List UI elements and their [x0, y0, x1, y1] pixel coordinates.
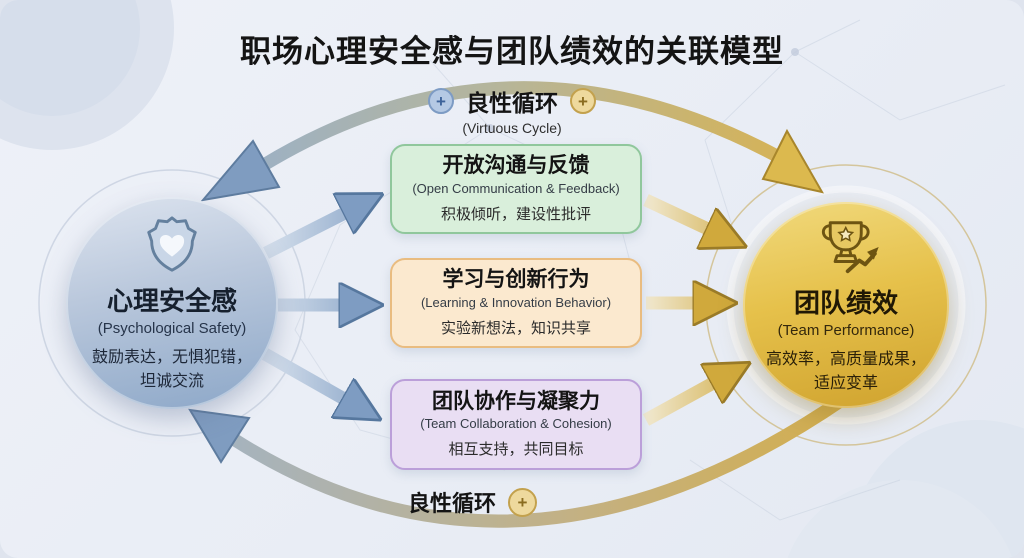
right-node-line2: 适应变革 [813, 374, 878, 392]
node-team-performance: 团队绩效 (Team Performance) 高效率，高质量成果， 适应变革 [743, 202, 949, 408]
arrow-collaboration-to-performance [642, 382, 715, 426]
arrow-safety-to-communication [263, 212, 347, 259]
box-subtitle: (Open Communication & Feedback) [412, 180, 620, 196]
bottom-band-blue-arrowhead [188, 408, 251, 464]
top-cycle-band [200, 81, 824, 202]
virtuous-cycle-label-bottom: 良性循环 + [408, 486, 538, 518]
left-node-line2: 坦诚交流 [139, 372, 204, 390]
box-subtitle: (Learning & Innovation Behavior) [420, 294, 612, 310]
left-node-subtitle: (Psychological Safety) [97, 320, 247, 338]
top-band-gold-arrowhead [761, 128, 824, 194]
node-psychological-safety: 心理安全感 (Psychological Safety) 鼓励表达，无惧犯错， … [66, 197, 278, 409]
box-subtitle: (Team Collaboration & Cohesion) [420, 416, 612, 432]
cycle-label-en: (Virtuous Cycle) [462, 120, 562, 136]
plus-icon-gold: + [508, 487, 538, 517]
arrow-communication-to-performance [643, 194, 710, 230]
virtuous-cycle-label-top: + 良性循环 + (Virtuous Cycle) [402, 84, 622, 136]
left-node-title: 心理安全感 [106, 286, 237, 317]
box-learning-innovation: 学习与创新行为 (Learning & Innovation Behavior)… [390, 258, 642, 348]
gold-arrows [642, 194, 715, 426]
box-team-collaboration: 团队协作与凝聚力 (Team Collaboration & Cohesion)… [390, 379, 642, 470]
box-title: 团队协作与凝聚力 [432, 389, 600, 413]
left-node-line1: 鼓励表达，无惧犯错， [91, 349, 252, 367]
right-node-subtitle: (Team Performance) [777, 322, 915, 340]
box-title: 开放沟通与反馈 [442, 154, 590, 178]
shield-heart-icon [147, 216, 197, 272]
trophy-growth-icon [822, 221, 879, 274]
arrow-safety-to-collaboration [261, 348, 346, 400]
box-open-communication: 开放沟通与反馈 (Open Communication & Feedback) … [390, 144, 642, 234]
box-title: 学习与创新行为 [442, 268, 590, 292]
box-body: 实验新想法，知识共享 [440, 319, 591, 337]
cycle-label-cn: 良性循环 [466, 90, 558, 116]
plus-icon-gold: + [570, 88, 596, 114]
right-node-title: 团队绩效 [793, 288, 898, 319]
top-band-blue-arrowhead [200, 139, 281, 202]
box-body: 积极倾听，建设性批评 [440, 205, 591, 223]
page-title: 职场心理安全感与团队绩效的关联模型 [240, 34, 784, 69]
blue-arrows [261, 212, 347, 400]
box-body: 相互支持，共同目标 [448, 441, 584, 459]
right-node-line1: 高效率，高质量成果， [765, 351, 926, 369]
plus-icon-blue: + [428, 88, 454, 114]
cycle-label-cn: 良性循环 [408, 491, 497, 516]
bottom-cycle-band [188, 392, 849, 528]
